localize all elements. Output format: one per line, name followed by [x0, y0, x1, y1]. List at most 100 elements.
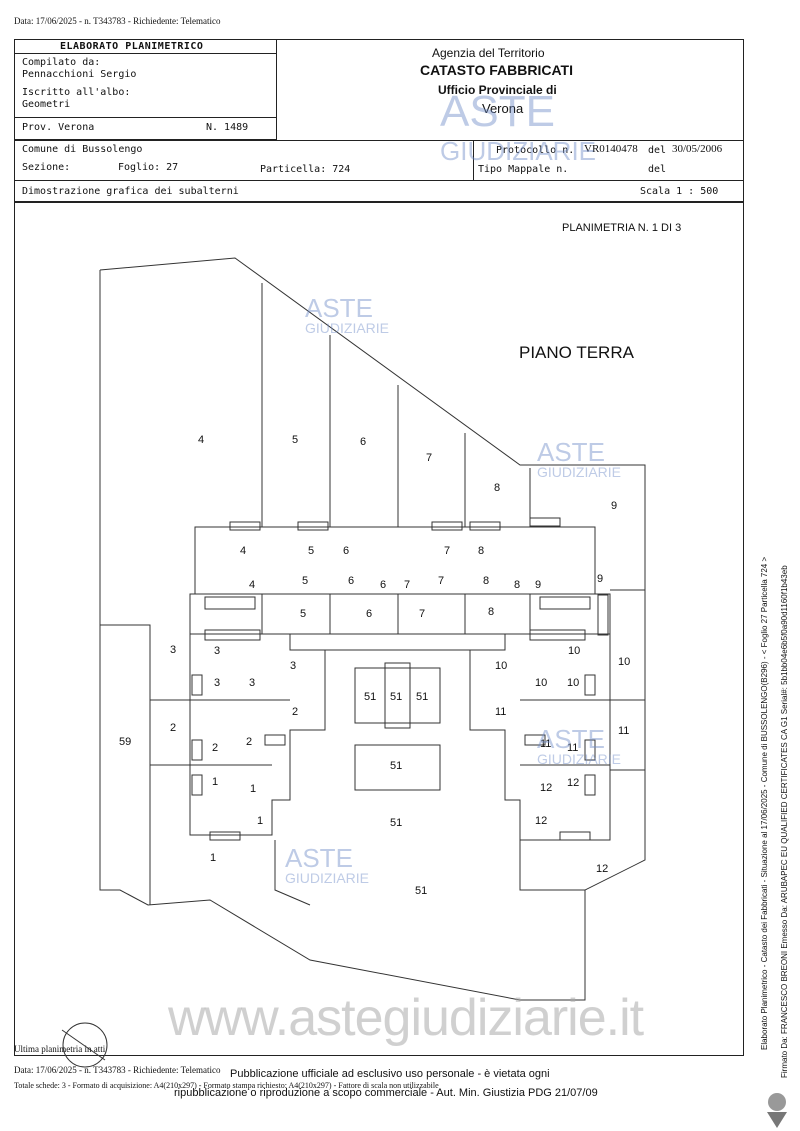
unit-label: 6 [348, 575, 355, 587]
aste-watermark: ASTE GIUDIZIARIE [305, 293, 390, 336]
del-label: del [648, 145, 667, 156]
unit-label: 2 [170, 722, 177, 734]
protocollo-divider [473, 140, 474, 180]
unit-label: 1 [257, 815, 264, 827]
unit-label: 51 [390, 817, 403, 829]
unit-label: 7 [404, 579, 411, 591]
site-boundary [99, 257, 646, 1001]
aste-watermark: ASTE GIUDIZIARIE [285, 843, 370, 886]
dimostrazione-top-line [14, 180, 744, 181]
foglio-value: Foglio: 27 [118, 162, 179, 173]
publication-notice-2: ripubblicazione o riproduzione a scopo c… [174, 1087, 598, 1099]
top-date-line: Data: 17/06/2025 - n. T343783 - Richiede… [14, 16, 221, 26]
unit-label: 9 [535, 579, 542, 591]
unit-label: 59 [119, 736, 132, 748]
prov-separator [14, 117, 277, 118]
unit-label: 10 [535, 677, 548, 689]
unit-label: 11 [567, 742, 579, 754]
unit-label: 12 [567, 777, 580, 789]
unit-label: 5 [308, 545, 315, 557]
dimostrazione-label: Dimostrazione grafica dei subalterni [22, 186, 239, 197]
unit-label: 6 [360, 436, 367, 448]
scala-value: Scala 1 : 500 [640, 186, 719, 197]
unit-label: 8 [478, 545, 485, 557]
unit-label: 6 [366, 608, 373, 620]
albo-number: N. 1489 [206, 122, 249, 133]
unit-label: 2 [212, 742, 219, 754]
unit-label: 5 [302, 575, 309, 587]
unit-label: 6 [343, 545, 350, 557]
compilato-name: Pennacchioni Sergio [22, 69, 137, 80]
catasto-title: CATASTO FABBRICATI [420, 62, 573, 78]
unit-label: 3 [249, 677, 256, 689]
sezione-label: Sezione: [22, 162, 71, 173]
unit-label: 4 [249, 579, 256, 591]
footer-line-1: Data: 17/06/2025 - n. T343783 - Richiede… [14, 1065, 221, 1075]
del-value: 30/05/2006 [672, 143, 723, 155]
elaborato-title: ELABORATO PLANIMETRICO [60, 41, 204, 52]
iscritto-value: Geometri [22, 99, 71, 110]
side-text-2: Firmato Da: FRANCESCO BREONI Emesso Da: … [780, 565, 789, 1078]
unit-label: 3 [214, 645, 221, 657]
unit-label: 9 [597, 573, 604, 585]
unit-label: 10 [568, 645, 581, 657]
unit-label: 4 [240, 545, 247, 557]
unit-label: 1 [212, 776, 219, 788]
unit-label: 8 [488, 606, 495, 618]
unit-label: 4 [198, 434, 205, 446]
unit-label: 7 [444, 545, 451, 557]
north-arrow [61, 1022, 108, 1068]
unit-label: 2 [292, 706, 299, 718]
iscritto-label: Iscritto all'albo: [22, 87, 131, 98]
unit-label: 51 [390, 760, 403, 772]
unit-label: 51 [364, 691, 377, 703]
aste-watermark: ASTE GIUDIZIARIE [537, 724, 622, 767]
del2-label: del [648, 164, 667, 175]
footer-line-2: Totale schede: 3 - Formato di acquisizio… [14, 1081, 439, 1090]
side-text-1: Elaborato Planimetrico - Catasto dei Fab… [760, 556, 769, 1050]
title-underline [14, 53, 277, 54]
particella-value: Particella: 724 [260, 164, 351, 175]
unit-label: 5 [300, 608, 307, 620]
unit-label: 11 [618, 725, 630, 737]
unit-label: 2 [246, 736, 253, 748]
aste-watermark: ASTE GIUDIZIARIE [440, 87, 597, 167]
comune-top-line [14, 140, 744, 141]
unit-label: 51 [415, 885, 428, 897]
protocollo-label: Protocollo n. [496, 145, 575, 156]
unit-label: 8 [494, 482, 501, 494]
site-watermark: www.astegiudiziarie.it [168, 989, 644, 1047]
aste-watermark: ASTE GIUDIZIARIE [537, 437, 622, 480]
prov-value: Prov. Verona [22, 122, 95, 133]
agency-name: Agenzia del Territorio [432, 46, 545, 60]
unit-label: 12 [535, 815, 548, 827]
unit-label: 3 [290, 660, 297, 672]
unit-label: 11 [495, 706, 507, 718]
unit-label: 7 [426, 452, 433, 464]
unit-label: 12 [540, 782, 553, 794]
unit-label: 11 [540, 738, 552, 750]
planimetria-label: PLANIMETRIA N. 1 DI 3 [562, 222, 682, 234]
unit-label: 9 [611, 500, 618, 512]
elaborato-box [14, 39, 277, 140]
unit-label: 8 [483, 575, 490, 587]
plan-frame [14, 202, 744, 1056]
piano-terra-label: PIANO TERRA [519, 343, 634, 362]
unit-label: 10 [495, 660, 508, 672]
unit-label: 51 [390, 691, 403, 703]
unit-label: 12 [596, 863, 609, 875]
unit-label: 8 [514, 579, 521, 591]
unit-label: 5 [292, 434, 299, 446]
unit-label: 7 [438, 575, 445, 587]
protocollo-value: VR0140478 [584, 143, 638, 155]
unit-label: 10 [567, 677, 580, 689]
unit-label: 3 [170, 644, 177, 656]
unit-label: 1 [210, 852, 217, 864]
ufficio-label: Ufficio Provinciale di [438, 83, 557, 97]
unit-label: 6 [380, 579, 387, 591]
unit-label: 3 [214, 677, 221, 689]
compilato-label: Compilato da: [22, 57, 101, 68]
ultima-planimetria: Ultima planimetria in atti [14, 1044, 106, 1054]
unit-label: 7 [419, 608, 426, 620]
